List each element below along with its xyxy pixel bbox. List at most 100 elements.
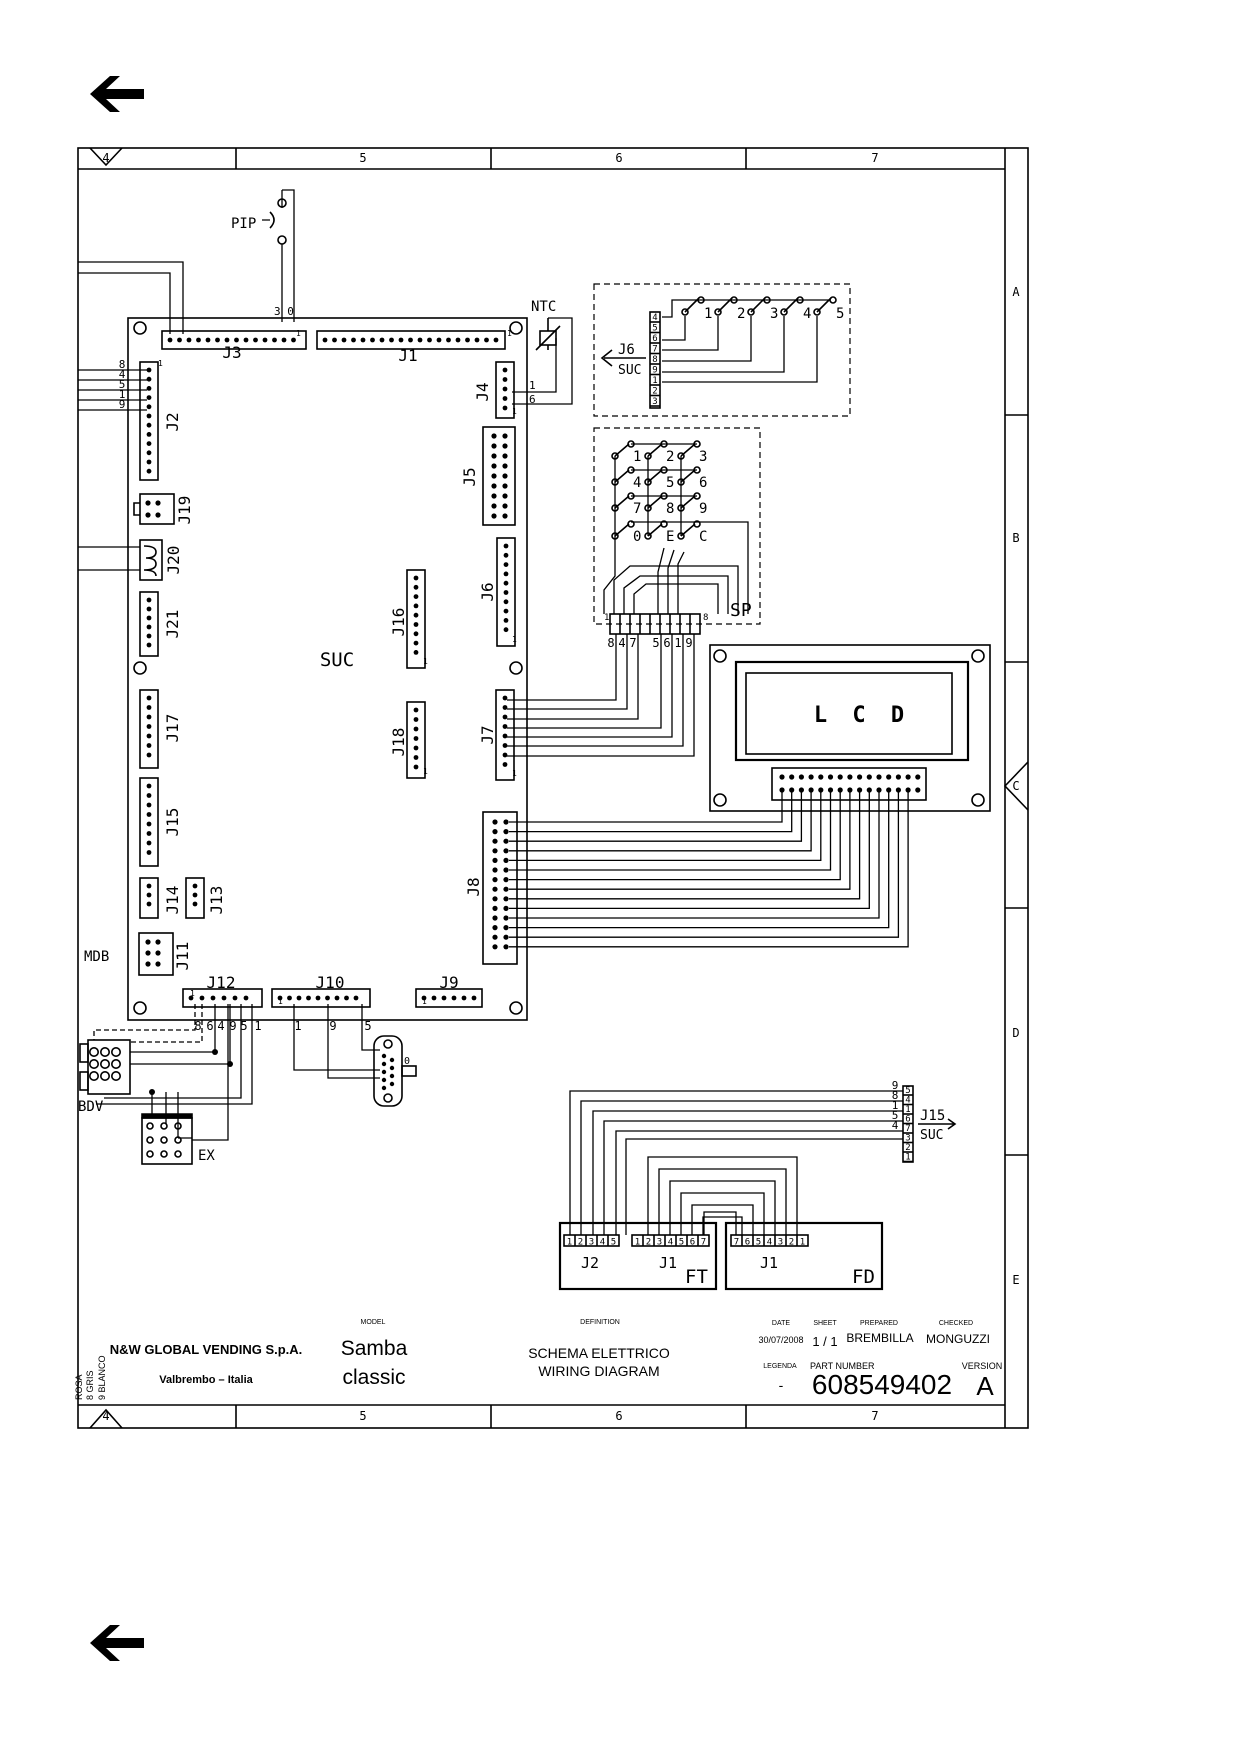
- key-lever: [647, 523, 663, 537]
- pin-dot: [502, 762, 508, 767]
- pin-dot: [503, 562, 509, 567]
- pin-dot: [188, 995, 194, 1001]
- pin-dot: [491, 493, 497, 499]
- key-contact: [644, 452, 652, 460]
- bdv-pin: [100, 1059, 111, 1070]
- bdv-connector: [87, 1039, 131, 1095]
- ex-pin: [146, 1136, 154, 1144]
- pin-dot: [146, 450, 152, 456]
- column-marker: [89, 1408, 123, 1429]
- key-contact: [677, 478, 685, 486]
- pin-label: 9: [685, 636, 692, 650]
- pin-dot: [306, 995, 311, 1001]
- pin-dot: [431, 995, 437, 1001]
- key-label: 6: [699, 475, 707, 491]
- lcd-hole: [713, 649, 727, 663]
- connector-j18: [406, 701, 426, 779]
- pin-dot: [145, 950, 151, 956]
- pin-label: 4: [217, 1019, 224, 1033]
- pin-dot: [503, 608, 509, 614]
- pin-dot: [398, 337, 404, 343]
- pin-dot: [503, 543, 509, 549]
- back-arrow-top-button[interactable]: [88, 72, 148, 116]
- sp-label: SP: [730, 600, 752, 621]
- pin-label: 9: [652, 366, 657, 376]
- mounting-hole: [133, 321, 147, 335]
- pin-dot: [503, 618, 509, 623]
- connector-label: J9: [439, 973, 458, 992]
- wire: [509, 790, 793, 833]
- pin-dot: [886, 774, 892, 780]
- j6-switch-group: [593, 283, 851, 417]
- db9-pin: [381, 1085, 387, 1091]
- pin-label: 6: [652, 334, 657, 344]
- pin-dot: [502, 443, 508, 449]
- pin-label: 6: [745, 1238, 750, 1248]
- key-contact: [611, 504, 619, 512]
- pin-dot: [221, 995, 227, 1001]
- column-marker: [89, 147, 123, 167]
- pin-dot: [192, 901, 198, 907]
- connector-j9: [415, 988, 483, 1008]
- pin-dot: [146, 367, 152, 373]
- sheet-border: [77, 147, 1029, 1429]
- pin-dot: [277, 995, 283, 1001]
- pin-dot: [436, 337, 442, 343]
- switch-lever: [684, 297, 700, 313]
- pin-label: 3: [652, 397, 657, 407]
- drawing-frame: [77, 147, 1029, 1429]
- pin-label: 6: [905, 1115, 910, 1125]
- pin-dot: [502, 433, 508, 439]
- pin-label: 5: [240, 1019, 247, 1033]
- pin-dot: [413, 736, 419, 741]
- pin-dot: [243, 995, 249, 1001]
- db9-pin: [389, 1073, 395, 1079]
- connector-j1: [316, 330, 506, 350]
- pip-actuator: [269, 211, 275, 229]
- pin-dot: [503, 867, 509, 873]
- pin-dot: [145, 961, 151, 967]
- ft-board: [558, 1221, 718, 1291]
- pin-label: 5: [611, 1238, 616, 1248]
- bdv-latch: [79, 1043, 89, 1063]
- arrow: [600, 349, 646, 367]
- pin-label: 5: [892, 1109, 899, 1122]
- pin-dot: [146, 459, 152, 465]
- pin-dot: [905, 774, 911, 780]
- pin-dot: [461, 995, 467, 1001]
- pin-dot: [492, 944, 498, 950]
- pin-dot: [502, 513, 508, 519]
- wire: [262, 189, 295, 322]
- wire: [569, 1090, 903, 1235]
- pin-label: 4: [119, 368, 126, 381]
- pin-dot: [413, 755, 419, 760]
- key-lever: [647, 469, 663, 483]
- key: [133, 502, 140, 516]
- pin-dot: [837, 774, 843, 780]
- pin-dot: [503, 599, 509, 605]
- row-label: A: [1012, 285, 1020, 299]
- key-label: E: [666, 529, 674, 545]
- pin-dot: [146, 743, 152, 748]
- db9-pin: [381, 1053, 387, 1059]
- back-arrow-bottom-button[interactable]: [88, 1621, 148, 1665]
- ft-j1-terminal: [631, 1234, 710, 1247]
- pin-label: 0: [404, 1056, 410, 1067]
- bdv-label: BDV: [78, 1099, 104, 1115]
- pin-dot: [808, 774, 814, 780]
- wire: [509, 790, 861, 900]
- key-lever: [680, 523, 696, 537]
- suc-board: [127, 317, 528, 1021]
- connector-label: J17: [163, 714, 182, 743]
- pin-dot: [827, 774, 834, 780]
- color-code: 9 BLANCO: [97, 1355, 107, 1400]
- wire: [78, 546, 140, 571]
- pin-dot: [818, 787, 824, 793]
- pin-dot: [146, 783, 152, 789]
- db9-pin: [389, 1065, 395, 1071]
- pin-dot: [146, 432, 152, 437]
- pin-dot: [484, 337, 489, 343]
- pin-label: 5: [905, 1086, 910, 1096]
- bdv-pin: [100, 1047, 111, 1058]
- lcd-bezel: [734, 660, 970, 762]
